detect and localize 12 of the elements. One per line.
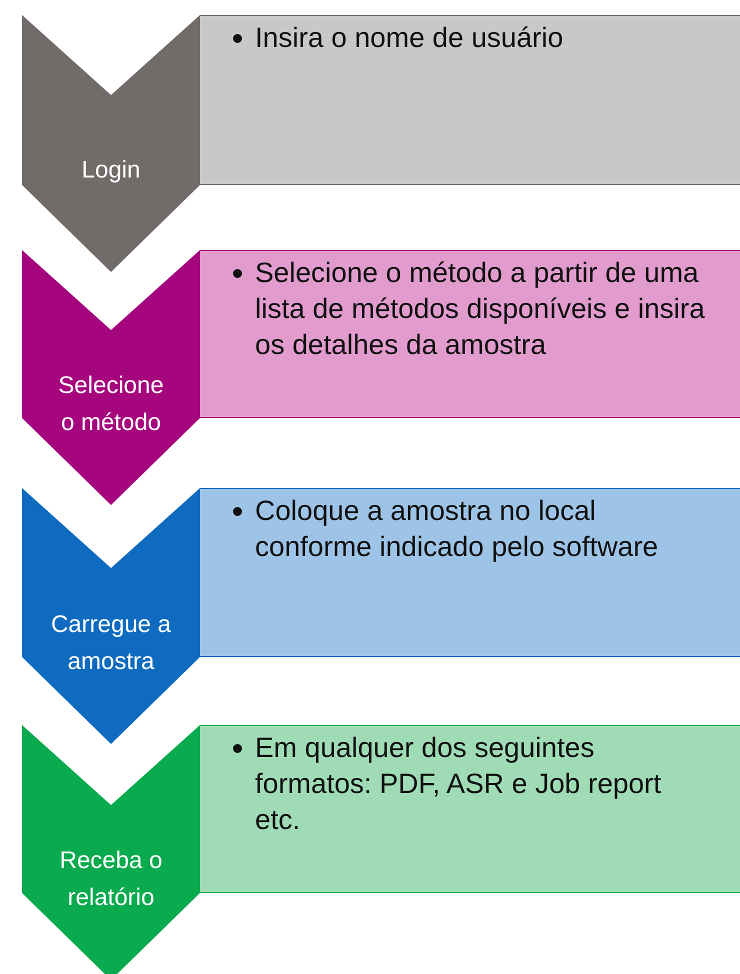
step-description: Em qualquer dos seguintes formatos: PDF, ASR e Job report etc.	[255, 732, 662, 835]
step-description: Selecione o método a partir de uma lista de métodos disponíveis e insira os detalhes da amostra	[255, 257, 705, 360]
step-description-box	[200, 250, 740, 418]
step-title: Carregue a amostra	[50, 610, 172, 676]
step-description: Insira o nome de usuário	[255, 22, 564, 53]
step-description: Coloque a amostra no local conforme indicado pelo software	[255, 495, 658, 562]
step-description-box	[200, 488, 740, 657]
step-description-box	[200, 725, 740, 893]
step-title: Login	[80, 156, 142, 186]
step-title: Selecione o método	[57, 371, 165, 438]
step-description-box	[200, 15, 740, 185]
step-title: Receba o relatório	[58, 846, 164, 913]
